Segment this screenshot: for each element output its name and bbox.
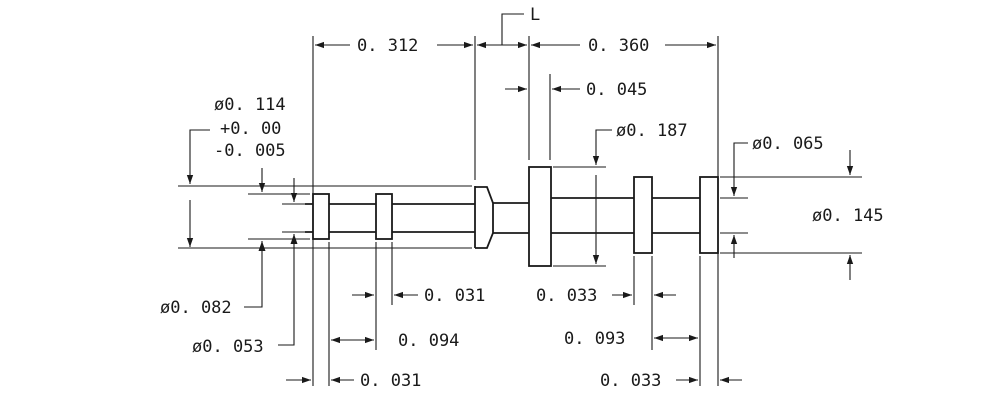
dia-053-leader: [278, 234, 295, 346]
tol-minus-label: -0. 005: [214, 141, 286, 161]
dia-053-label: ø0. 053: [192, 337, 264, 357]
right-collar-1: [633, 176, 653, 254]
head-flange: [528, 166, 552, 267]
dia-082-label: ø0. 082: [160, 298, 232, 318]
left-collar-2: [375, 193, 393, 240]
pin-part: [305, 166, 719, 267]
dim-L-leader: [501, 13, 524, 45]
dia-187-leader: [592, 129, 612, 165]
dim-065-145-group: ø0. 065 ø0. 145: [720, 134, 884, 280]
tol-plus-label: +0. 00: [220, 119, 281, 139]
dia-053-arrow-bottom: [290, 234, 298, 244]
dim-031-bottom-label: 0. 031: [360, 371, 421, 391]
bottom-left-dimensions: 0. 031 0. 094 0. 031: [286, 242, 485, 391]
dia-145-label: ø0. 145: [812, 206, 884, 226]
dim-033-top-label: 0. 033: [536, 286, 597, 306]
dim-045-label: 0. 045: [586, 80, 647, 100]
dim-082-053-group: ø0. 082 ø0. 053: [160, 168, 310, 357]
dim-033-bottom-label: 0. 033: [600, 371, 661, 391]
top-dimensions: 0. 312 L 0. 360 0. 045: [312, 5, 719, 386]
dim-187-group: ø0. 187: [553, 121, 688, 267]
dia-065-leader: [730, 142, 748, 196]
dia-114-leader-top: [186, 129, 210, 184]
dim-360-label: 0. 360: [588, 36, 649, 56]
left-collar-1: [312, 193, 330, 240]
dim-093-label: 0. 093: [564, 329, 625, 349]
bottom-right-dimensions: 0. 033 0. 093 0. 033: [536, 256, 742, 391]
dim-312-label: 0. 312: [357, 36, 418, 56]
dia-082-leader: [244, 241, 263, 308]
dia-065-label: ø0. 065: [752, 134, 824, 154]
dim-114-group: ø0. 114 +0. 00 -0. 005: [178, 95, 472, 249]
dim-031-top-label: 0. 031: [424, 286, 485, 306]
right-collar-2: [699, 176, 719, 254]
dia-187-label: ø0. 187: [616, 121, 688, 141]
dia-114-label: ø0. 114: [214, 95, 286, 115]
chamfer-end: [475, 186, 494, 249]
dim-094-label: 0. 094: [398, 331, 459, 351]
dia-082-arrow-bottom: [258, 241, 266, 251]
dim-L-label: L: [530, 5, 540, 25]
